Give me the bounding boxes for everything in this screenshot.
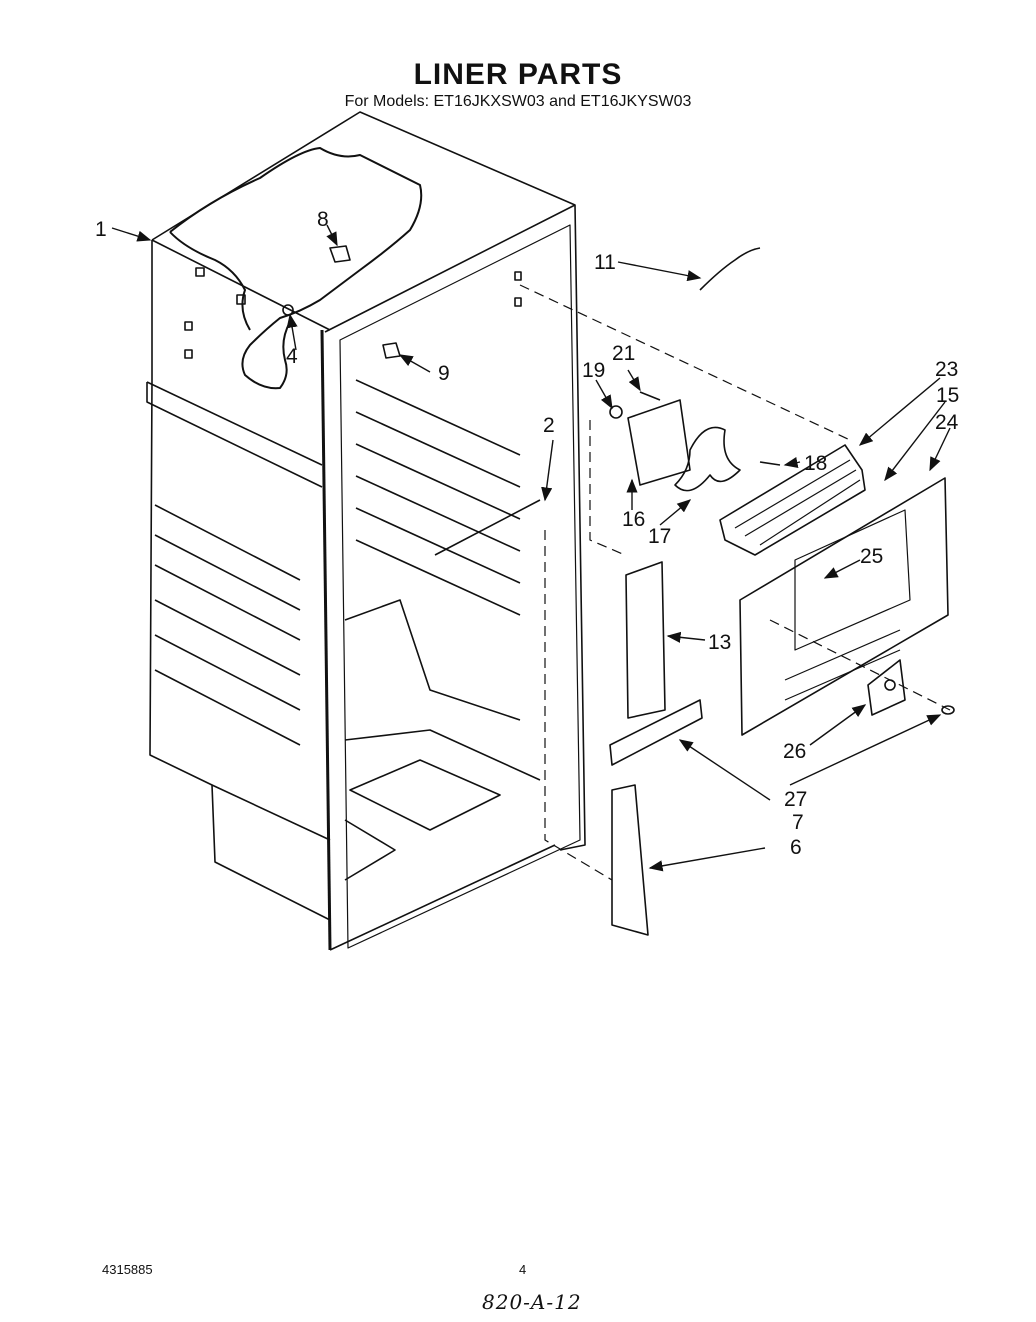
document-number: 4315885 (102, 1262, 153, 1277)
handwritten-note: 820-A-12 (482, 1290, 582, 1314)
part-23-grille (719, 444, 866, 556)
callout-24: 24 (935, 411, 959, 434)
callout-7: 7 (792, 811, 804, 834)
model-subtitle: For Models: ET16JKXSW03 and ET16JKYSW03 (344, 93, 692, 110)
callout-26: 26 (783, 740, 806, 763)
part-9-clip (382, 342, 401, 359)
callout-1: 1 (95, 218, 107, 241)
callout-4: 4 (286, 345, 298, 368)
callout-23: 23 (935, 358, 958, 381)
part-24-panel (739, 477, 949, 736)
callout-2: 2 (543, 414, 555, 437)
callout-13: 13 (708, 631, 731, 654)
part-16-motor (627, 399, 691, 486)
callout-21: 21 (612, 342, 635, 365)
callout-17: 17 (648, 525, 671, 548)
page-title: LINER PARTS (413, 58, 623, 91)
refrigerator-liner (146, 111, 586, 951)
part-19-nut (609, 405, 623, 419)
callout-6: 6 (790, 836, 802, 859)
part-6-cover (611, 784, 649, 936)
part-26-plate (867, 659, 906, 716)
part-7-bracket (609, 699, 703, 766)
callout-16: 16 (622, 508, 645, 531)
part-11-wire (699, 247, 761, 291)
callout-25: 25 (860, 545, 883, 568)
page-number: 4 (519, 1262, 527, 1277)
part-21-screw (639, 391, 661, 401)
callout-15: 15 (936, 384, 959, 407)
part-13-duct (625, 561, 666, 719)
part-27-grommet (941, 705, 955, 715)
callout-11: 11 (594, 251, 616, 274)
part-17-fan-blade (674, 426, 741, 492)
callout-18: 18 (804, 452, 827, 475)
part-2-wire (434, 499, 541, 556)
callout-9: 9 (438, 362, 450, 385)
callout-27: 27 (784, 788, 807, 811)
callout-19: 19 (582, 359, 605, 382)
callout-8: 8 (317, 208, 329, 231)
part-18-screw (759, 461, 781, 466)
part-8-bracket (329, 245, 351, 263)
